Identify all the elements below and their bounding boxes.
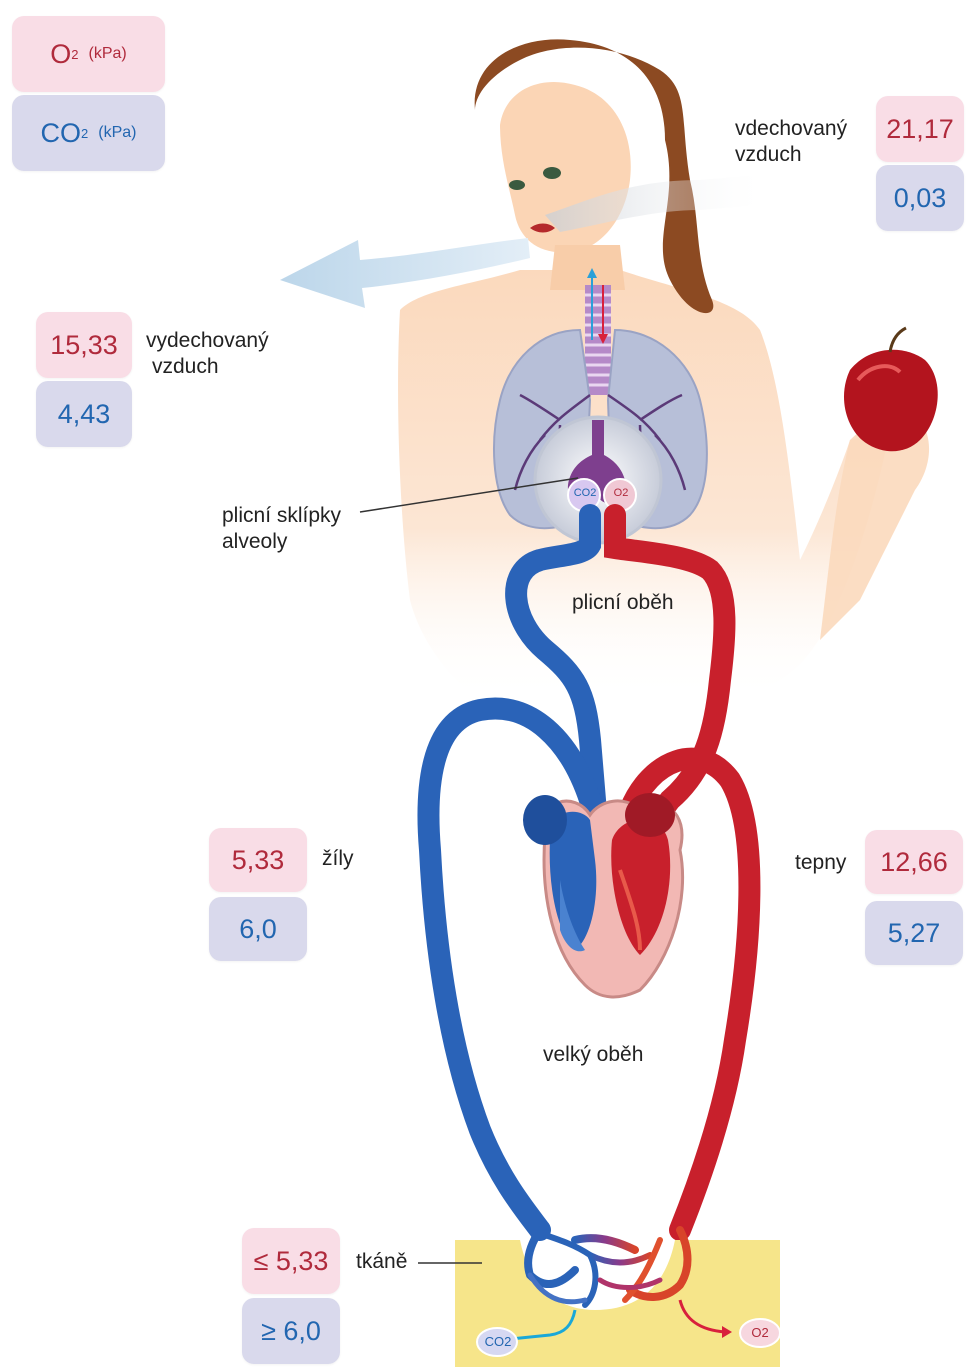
inhaled-o2-text: 21,17 <box>886 114 954 145</box>
veins-o2-value: 5,33 <box>209 828 307 892</box>
exhaled-co2-text: 4,43 <box>58 399 111 430</box>
legend-o2-subscript: 2 <box>71 47 78 62</box>
arteries-label: tepny <box>795 850 846 876</box>
capillary-network <box>528 1230 687 1305</box>
arteries-co2-value: 5,27 <box>865 901 963 965</box>
pulmonary-circulation-label: plicní oběh <box>572 590 674 616</box>
alveoli-label: plicní sklípky alveoly <box>222 503 341 555</box>
legend-o2-symbol: O <box>50 39 71 70</box>
apple-icon <box>844 328 938 451</box>
legend-co2-symbol: CO <box>41 118 82 149</box>
tissues-label: tkáně <box>356 1249 407 1275</box>
neck <box>550 245 625 290</box>
exhaled-o2-value: 15,33 <box>36 312 132 378</box>
tissues-o2-text: ≤ 5,33 <box>254 1246 329 1277</box>
trachea <box>585 268 611 395</box>
exhaled-air-label: vydechovaný vzduch <box>146 328 269 380</box>
alveolus-o2-tag: O2 <box>605 487 637 499</box>
arteries-o2-text: 12,66 <box>880 847 948 878</box>
exhaled-o2-text: 15,33 <box>50 330 118 361</box>
exhaled-label-line2: vzduch <box>146 354 269 380</box>
veins-co2-text: 6,0 <box>239 914 277 945</box>
veins-co2-value: 6,0 <box>209 897 307 961</box>
alveoli-label-line1: plicní sklípky <box>222 503 341 529</box>
tissue-o2-tag: O2 <box>742 1325 778 1340</box>
heart <box>523 793 683 997</box>
inhaled-label-line2: vzduch <box>735 142 847 168</box>
legend-co2-unit: (kPa) <box>98 124 136 142</box>
veins-label: žíly <box>322 846 354 872</box>
arteries-co2-text: 5,27 <box>888 918 941 949</box>
hand <box>820 416 929 640</box>
legend-co2-subscript: 2 <box>81 126 88 141</box>
exhaled-label-line1: vydechovaný <box>146 328 269 354</box>
tissues-o2-value: ≤ 5,33 <box>242 1228 340 1294</box>
inhaled-air-label: vdechovaný vzduch <box>735 116 847 168</box>
tissues-co2-text: ≥ 6,0 <box>261 1316 321 1347</box>
legend-o2-unit: (kPa) <box>89 45 127 63</box>
systemic-vein-vessel <box>428 708 590 1230</box>
inhaled-o2-value: 21,17 <box>876 96 964 162</box>
veins-o2-text: 5,33 <box>232 845 285 876</box>
tissues-co2-value: ≥ 6,0 <box>242 1298 340 1364</box>
exhaled-co2-value: 4,43 <box>36 381 132 447</box>
tissue-co2-tag: CO2 <box>478 1334 518 1349</box>
alveoli-label-line2: alveoly <box>222 529 341 555</box>
inhaled-label-line1: vdechovaný <box>735 116 847 142</box>
inhaled-co2-text: 0,03 <box>894 183 947 214</box>
arteries-o2-value: 12,66 <box>865 830 963 894</box>
inhaled-co2-value: 0,03 <box>876 165 964 231</box>
alveolus-co2-tag: CO2 <box>569 487 601 499</box>
systemic-circulation-label: velký oběh <box>543 1042 643 1068</box>
